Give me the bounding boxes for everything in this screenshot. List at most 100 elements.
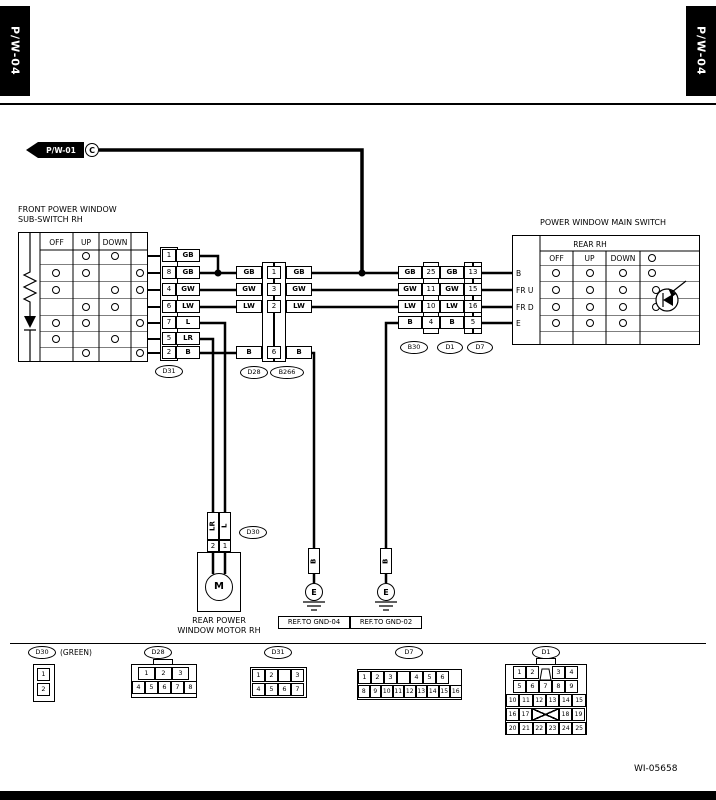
motor-stub-wires xyxy=(211,552,227,574)
wire-label: GB xyxy=(286,266,312,279)
pinout-cell: 13 xyxy=(415,685,427,698)
pinout-cell: 6 xyxy=(158,681,171,694)
pinout-row: 1 2 3 4 5 6 xyxy=(358,671,449,684)
top-rule xyxy=(0,103,716,105)
main-switch-row-frd: FR D xyxy=(516,303,534,312)
pin-box: 5 xyxy=(162,332,176,345)
pinout-cell: 2 xyxy=(37,683,50,696)
sub-switch-title-2: SUB-SWITCH RH xyxy=(18,215,83,224)
pinout-blocked-cell xyxy=(532,708,559,721)
wire-label: B xyxy=(308,548,320,574)
pinout-cell: 12 xyxy=(404,685,416,698)
pinout-cell: 2 xyxy=(265,669,278,682)
pinout-cell: 18 xyxy=(559,708,572,721)
pinout-row: 20 21 22 23 24 25 xyxy=(506,722,586,735)
pinout-cell: 5 xyxy=(423,671,436,684)
pinout-cell: 12 xyxy=(532,694,546,707)
pinout-cell: 25 xyxy=(572,722,586,735)
pin-box: 4 xyxy=(162,283,176,296)
pinout-d30-note: (GREEN) xyxy=(60,648,92,657)
pinout-cell: 10 xyxy=(381,685,393,698)
pin-box: 16 xyxy=(464,300,482,313)
d7-connector-strip xyxy=(473,262,482,334)
pinout-cell: 3 xyxy=(291,669,304,682)
pinout-cell: 11 xyxy=(392,685,404,698)
main-switch-row-fru: FR U xyxy=(516,286,534,295)
pinout-cell: 1 xyxy=(138,667,155,680)
wire-label: B xyxy=(176,346,200,359)
pinout-cell: 5 xyxy=(145,681,158,694)
pinout-cell: 14 xyxy=(427,685,439,698)
pw01-feed-wire xyxy=(99,148,364,273)
pinout-cell: 6 xyxy=(526,680,539,693)
pinout-cell: 14 xyxy=(559,694,573,707)
wire-label: LW xyxy=(398,300,422,313)
pinout-cell: 23 xyxy=(545,722,560,735)
doc-id: WI-05658 xyxy=(634,764,678,774)
pin-box: 7 xyxy=(162,316,176,329)
d1-connector-strip xyxy=(464,262,473,334)
pinout-cell: 8 xyxy=(358,685,370,698)
pinout-cell: 9 xyxy=(565,680,578,693)
pin-box: 4 xyxy=(422,316,440,329)
wire-label: LW xyxy=(440,300,464,313)
pinout-cell: 17 xyxy=(519,708,532,721)
pinout-cell: 4 xyxy=(252,683,265,696)
pinout-row: 1 2 3 xyxy=(138,667,189,680)
b-wire-right xyxy=(384,321,512,583)
ground-symbol-right: E xyxy=(377,583,395,601)
wire-label: L xyxy=(219,512,231,540)
main-switch-title: POWER WINDOW MAIN SWITCH xyxy=(540,218,666,227)
pinout-blank-cell xyxy=(397,671,410,684)
footer-divider xyxy=(10,643,706,644)
pinout-cell: 4 xyxy=(132,681,145,694)
wire-label: GB xyxy=(236,266,262,279)
pin-box: 10 xyxy=(422,300,440,313)
pinout-cell: 6 xyxy=(278,683,291,696)
pinout-id-d31: D31 xyxy=(264,646,292,659)
pinout-cell: 11 xyxy=(519,694,533,707)
ground-hatch-left xyxy=(303,601,325,611)
pinout-cell: 3 xyxy=(552,666,565,679)
sub-switch-block xyxy=(18,232,148,362)
sub-switch-col-up: UP xyxy=(80,237,91,247)
pinout-cell: 15 xyxy=(572,694,586,707)
wire-label: GW xyxy=(176,283,200,296)
pinout-cell: 22 xyxy=(532,722,546,735)
wire-label: GB xyxy=(440,266,464,279)
connector-id-d31: D31 xyxy=(155,365,183,378)
sub-switch-col-off: OFF xyxy=(49,237,64,247)
flag-connector-c: C xyxy=(85,143,99,157)
pinout-cell: 8 xyxy=(552,680,565,693)
ground-ref-right: REF.TO GND-02 xyxy=(350,616,422,629)
pinout-row: 4 5 6 7 xyxy=(252,683,304,696)
wire-label: LR xyxy=(176,332,200,345)
b-wire-left xyxy=(200,351,316,583)
pinout-cell: 21 xyxy=(519,722,533,735)
junction-dot-left xyxy=(214,269,222,277)
pinout-cell: 5 xyxy=(513,680,526,693)
main-switch-col-down: DOWN xyxy=(610,253,636,263)
pinout-cell: 1 xyxy=(513,666,526,679)
pin-box: 3 xyxy=(267,283,281,296)
pinout-key-cell xyxy=(539,666,552,681)
pinout-cell: 1 xyxy=(37,668,50,681)
wire-label: LW xyxy=(236,300,262,313)
pin-box: 1 xyxy=(162,249,176,262)
main-switch-col-off: OFF xyxy=(549,253,564,263)
pinout-cell: 8 xyxy=(184,681,197,694)
resistor-symbol xyxy=(22,232,38,362)
pinout-row: 10 11 12 13 14 15 xyxy=(506,694,586,707)
connector-id-d7: D7 xyxy=(467,341,493,354)
wire-label: LW xyxy=(286,300,312,313)
sub-switch-row-lines xyxy=(40,264,148,348)
connector-id-d28: D28 xyxy=(240,366,268,379)
wire-label: B xyxy=(440,316,464,329)
bottom-bar xyxy=(0,791,716,800)
pinout-cell: 1 xyxy=(358,671,371,684)
pin-box: 6 xyxy=(162,300,176,313)
wire-label: LR xyxy=(207,512,219,540)
pinout-row: 16 17 18 19 xyxy=(506,708,585,721)
sub-switch-title-1: FRONT POWER WINDOW xyxy=(18,205,117,214)
